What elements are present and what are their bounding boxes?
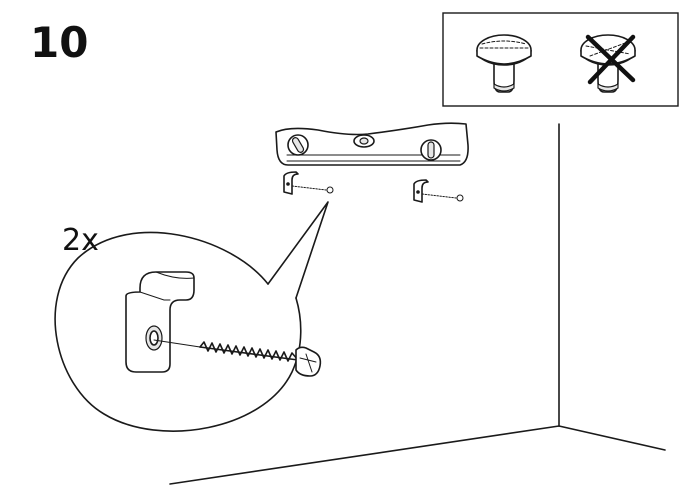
room-corner: [169, 123, 666, 485]
tool-hint-box: [442, 12, 679, 107]
detail-callout: [54, 201, 329, 432]
step-number: 10: [30, 18, 89, 67]
bracket-detail: [125, 271, 195, 373]
quantity-label: 2x: [62, 223, 99, 258]
screwdriver-tip-icon: [476, 34, 532, 93]
wall-bracket-right: [413, 179, 464, 203]
spirit-level-icon: [275, 122, 469, 166]
prohibited-cross-icon: [585, 34, 636, 85]
wall-bracket-left: [283, 171, 334, 195]
screw-detail: [153, 339, 322, 377]
